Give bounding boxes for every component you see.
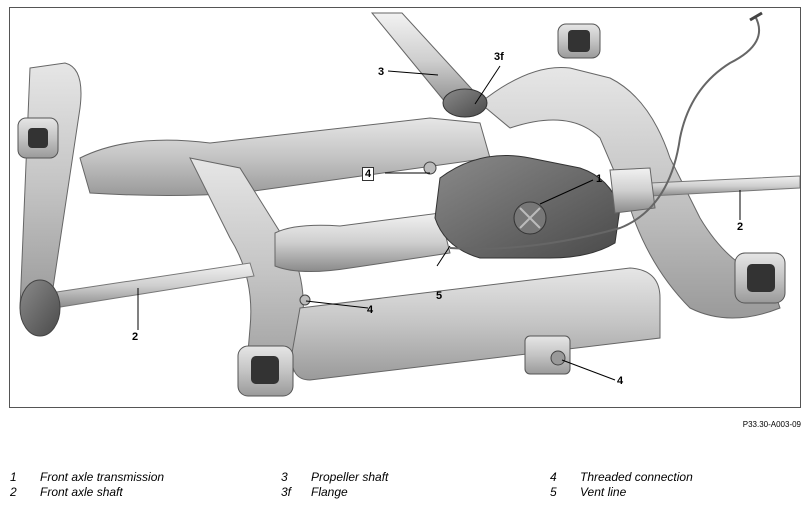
legend-text: Front axle transmission bbox=[40, 470, 165, 484]
mount-top-left bbox=[17, 117, 59, 159]
mount-right bbox=[734, 252, 786, 304]
technical-illustration: 3 3f 1 4 2 5 4 2 4 bbox=[9, 7, 801, 408]
leader-lines bbox=[137, 65, 741, 381]
mount-top-right bbox=[557, 23, 601, 59]
callout-4-lower: 4 bbox=[617, 375, 624, 387]
callout-3f: 3f bbox=[494, 51, 504, 63]
legend-number: 2 bbox=[10, 485, 17, 499]
callout-4-middle: 4 bbox=[367, 304, 374, 316]
legend-number: 1 bbox=[10, 470, 17, 484]
legend-text: Threaded connection bbox=[580, 470, 693, 484]
callout-5: 5 bbox=[436, 290, 443, 302]
callout-1: 1 bbox=[596, 173, 603, 185]
legend-number: 4 bbox=[550, 470, 557, 484]
callout-4-upper: 4 bbox=[362, 167, 375, 181]
callout-3: 3 bbox=[378, 66, 385, 78]
figure-reference: P33.30-A003-09 bbox=[742, 420, 801, 429]
legend-text: Front axle shaft bbox=[40, 485, 123, 499]
legend-number: 3 bbox=[281, 470, 288, 484]
legend-number: 3f bbox=[281, 485, 292, 499]
legend-number: 5 bbox=[550, 485, 557, 499]
front-axle-shaft-left bbox=[49, 262, 255, 309]
vent-line bbox=[449, 15, 760, 250]
callout-2-left: 2 bbox=[132, 331, 139, 343]
legend-text: Propeller shaft bbox=[311, 470, 389, 484]
legend-text: Flange bbox=[311, 485, 348, 499]
axle-assembly-drawing bbox=[17, 11, 800, 397]
mount-left-bottom bbox=[237, 345, 294, 397]
callout-2-right: 2 bbox=[737, 221, 744, 233]
flange bbox=[442, 88, 488, 118]
legend-text: Vent line bbox=[580, 485, 627, 499]
